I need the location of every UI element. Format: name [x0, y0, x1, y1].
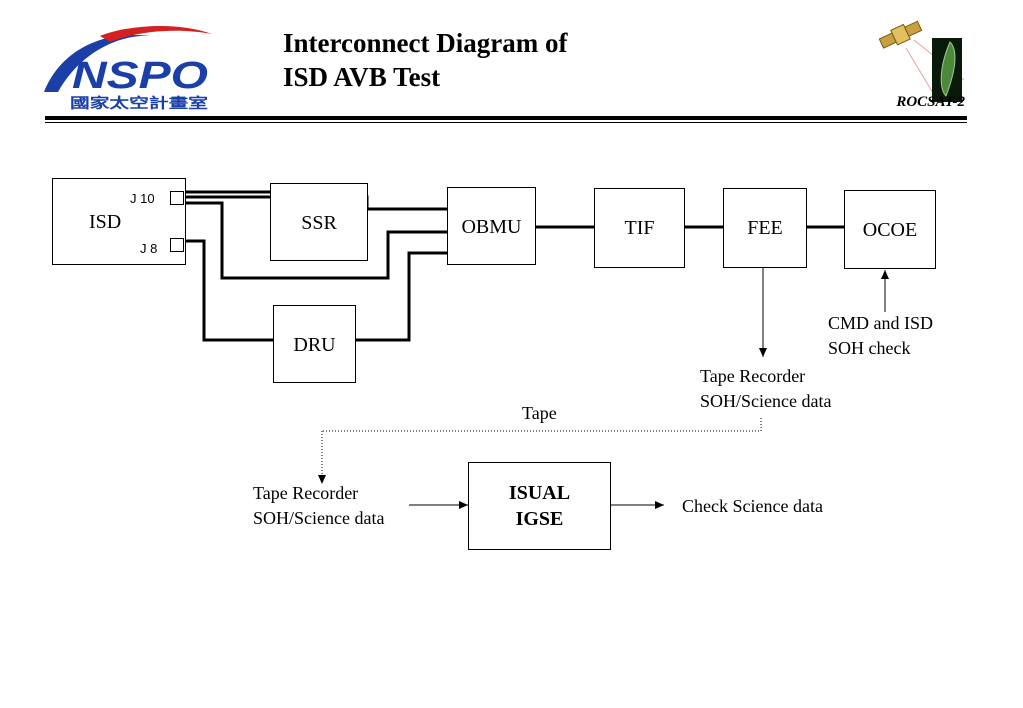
logo-subtext: 國家太空計畫室: [70, 95, 208, 112]
wire-j8-obmu: [185, 239, 273, 342]
program-label: ROCSAT-2: [896, 94, 965, 110]
check-science-label: Check Science data: [682, 496, 823, 516]
port-j8-label: J 8: [140, 241, 158, 256]
tape-recorder-input-line-2: SOH/Science data: [253, 508, 385, 528]
cmd-soh-label: CMD and ISD SOH check: [828, 311, 933, 361]
header-rule-thick: [45, 116, 967, 120]
logo-swoosh-blue: [44, 35, 150, 92]
cmd-soh-line-1: CMD and ISD: [828, 313, 934, 333]
tape-recorder-output-line-2: SOH/Science data: [700, 391, 832, 411]
port-j8: [170, 238, 184, 252]
tape-dotted-path: [322, 418, 762, 432]
ocoe-label: OCOE: [862, 219, 918, 241]
wire-dru-obmu: [355, 251, 447, 342]
port-j10-label: J 10: [130, 191, 155, 206]
isd-label: ISD: [89, 211, 122, 233]
title-line-2: ISD AVB Test: [283, 62, 441, 92]
tape-label: Tape: [522, 403, 557, 423]
tape-recorder-input-line-1: Tape Recorder: [253, 483, 359, 503]
page-title: Interconnect Diagram of ISD AVB Test: [283, 26, 567, 94]
dru-box: DRU: [273, 305, 356, 383]
logo-text: NSPO: [72, 55, 208, 97]
tape-recorder-input-label: Tape Recorder SOH/Science data: [253, 481, 384, 531]
tape-recorder-output-line-1: Tape Recorder: [700, 366, 806, 386]
taiwan-image: [932, 38, 962, 102]
ssr-box: SSR: [270, 183, 368, 261]
dru-label: DRU: [293, 334, 336, 356]
tif-box: TIF: [594, 188, 685, 268]
obmu-label: OBMU: [461, 216, 522, 238]
ssr-label: SSR: [301, 212, 337, 234]
tif-label: TIF: [624, 217, 655, 239]
wire-j10-obmu-mid: [185, 201, 447, 280]
logo-swoosh-red: [100, 25, 212, 42]
satellite-icon: [878, 20, 965, 102]
cmd-soh-line-2: SOH check: [828, 338, 911, 358]
port-j10: [170, 191, 184, 205]
isd-box: ISD: [52, 178, 186, 265]
title-line-1: Interconnect Diagram of: [283, 28, 568, 58]
isual-label-line-2: IGSE: [515, 508, 564, 530]
fee-label: FEE: [747, 217, 783, 239]
tape-recorder-output-label: Tape Recorder SOH/Science data: [700, 364, 831, 414]
obmu-box: OBMU: [447, 187, 536, 265]
fee-box: FEE: [723, 188, 807, 268]
header-rule-thin: [45, 122, 967, 123]
isual-igse-box: ISUAL IGSE: [468, 462, 611, 550]
nspo-logo: NSPO 國家太空計畫室: [44, 25, 212, 112]
ocoe-box: OCOE: [844, 190, 936, 269]
isual-label-line-1: ISUAL: [508, 482, 571, 504]
